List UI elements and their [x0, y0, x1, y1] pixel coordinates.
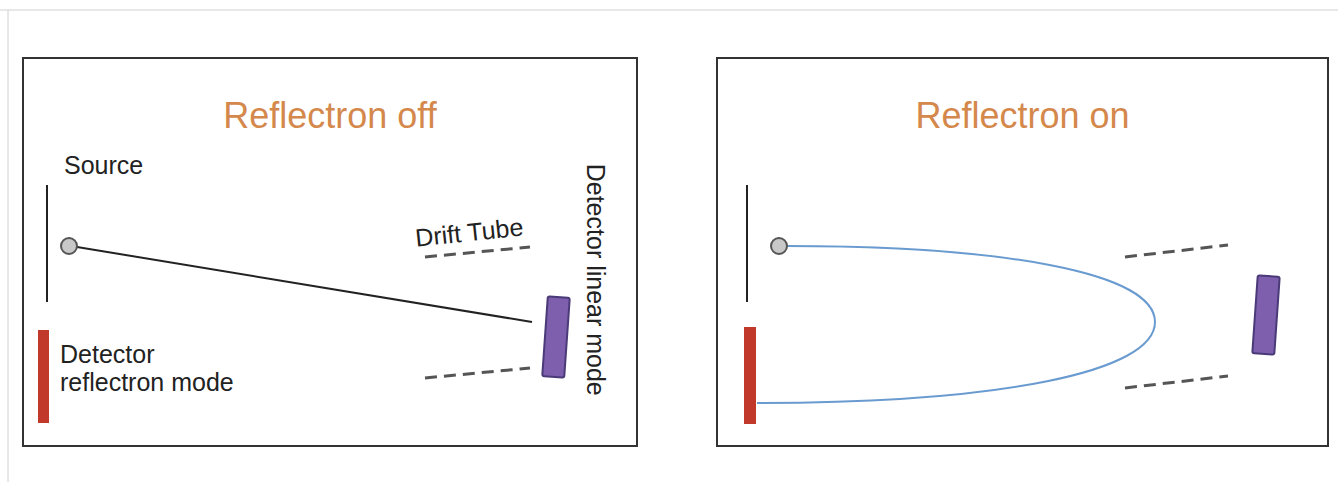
drift-tube	[1125, 376, 1228, 388]
source-plate	[46, 185, 48, 302]
ion-source	[771, 238, 787, 254]
mode-panel: Reflectron on	[716, 57, 1329, 447]
reflectron-detector	[38, 330, 49, 423]
drift-tube	[1125, 245, 1228, 257]
linear-detector	[1252, 275, 1279, 354]
page-frame	[8, 10, 9, 482]
source-label: Source	[64, 152, 184, 180]
ion-source	[61, 238, 77, 254]
drift-tube	[425, 368, 530, 378]
detector-label: Detector reflectron mode	[60, 341, 260, 396]
ion-path	[757, 246, 1155, 403]
ion-path	[77, 247, 532, 322]
reflectron-detector	[744, 327, 756, 424]
panel-title: Reflectron off	[24, 95, 636, 137]
panel-title: Reflectron on	[718, 95, 1327, 137]
linear-detector	[542, 296, 570, 377]
detector-label: Detector linear mode	[581, 155, 609, 405]
page-frame	[0, 10, 1338, 11]
source-plate	[746, 185, 748, 302]
